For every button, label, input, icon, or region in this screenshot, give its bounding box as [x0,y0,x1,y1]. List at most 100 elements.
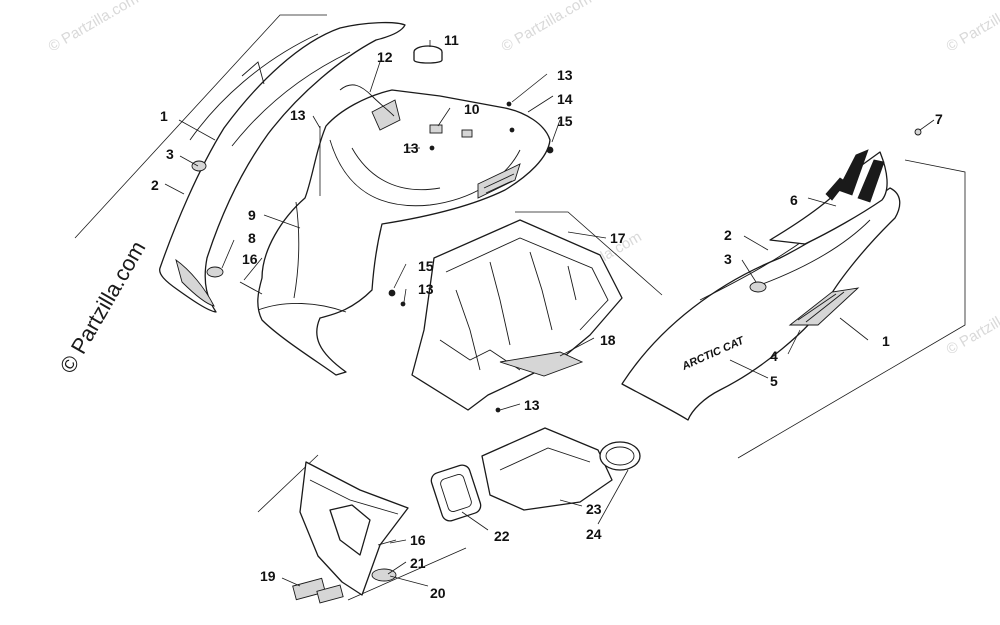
fasteners [206,101,512,546]
rivet-13b [400,301,406,307]
grommet-8 [206,266,224,278]
leader-10 [437,107,451,127]
leader-24 [597,469,629,525]
callout-6: 6 [790,192,798,208]
callout-8: 8 [248,230,256,246]
callout-21: 21 [410,555,426,571]
duct-seal-inner [440,473,472,513]
rivet-13a [506,101,512,107]
leader-7 [919,119,935,131]
callout-15-a: 15 [557,113,573,129]
bracket-19 [292,577,326,601]
left-panel-lower-edge [175,258,215,307]
hood-bracket-10 [429,124,443,134]
callout-13-e: 13 [524,397,540,413]
callout-16-a: 16 [242,251,258,267]
front-hood [257,89,554,376]
leader-2-right [743,235,769,251]
callout-9: 9 [248,207,256,223]
leader-19 [281,577,301,587]
leader-8 [221,239,235,269]
callout-12: 12 [377,49,393,65]
leader-9 [263,214,301,229]
leader-5 [729,359,769,379]
left-panel-crease [189,33,319,141]
hood-lower-crease [257,303,347,313]
callout-14: 14 [557,91,573,107]
right-side-panel: ARCTIC CAT [621,128,966,459]
leader-23 [559,499,583,507]
left-panel-tab [241,61,265,85]
watermark-top-center: © Partzilla.com [499,0,595,55]
screw-7 [914,128,922,136]
leader-22 [461,511,489,531]
left-side-panel [74,14,406,313]
callout-11: 11 [444,32,459,48]
callout-20: 20 [430,585,446,601]
leader-1-right [839,317,869,341]
callout-22: 22 [494,528,510,544]
callout-16-b: 16 [410,532,426,548]
callout-13-b: 13 [557,67,573,83]
callout-19: 19 [260,568,276,584]
leader-3-left [179,155,199,167]
intake-body [411,219,623,411]
callout-17: 17 [610,230,626,246]
hood-fastener [429,145,435,151]
grille-21 [371,568,397,582]
watermark-right: © Partzilla.com [944,293,1000,358]
callout-2-left: 2 [151,177,159,193]
intake-floor [439,339,521,371]
leader-2-left [164,183,185,195]
callout-3-left: 3 [166,146,174,162]
callout-3-right: 3 [724,251,732,267]
clip-15b [388,289,396,297]
lower-bumper-crease [309,479,399,515]
right-cowl-stripe-c [825,177,847,201]
group-bracket-lower-b [347,547,467,601]
gauge-grommet [413,45,443,64]
callout-1-left: 1 [160,108,168,124]
callout-7: 7 [935,111,943,127]
callout-numbers: 1 3 2 9 8 16 11 12 13 10 13 13 14 15 15 … [151,32,943,601]
watermark-top-left: © Partzilla.com [46,0,142,55]
callout-10: 10 [464,101,480,117]
group-bracket-left-panel [74,14,327,239]
leader-13-b [511,73,548,103]
hood-fastener [509,127,515,133]
leader-20 [389,575,429,587]
leader-1-left [178,119,216,141]
leader-12 [369,61,381,93]
left-panel-decal-3 [191,160,207,172]
watermark-top-right: © Partzilla.com [944,0,1000,55]
callout-1-right: 1 [882,333,890,349]
callout-24: 24 [586,526,602,542]
duct-23 [481,427,613,511]
duct-seal-22 [430,464,482,522]
bracket-19b [316,584,344,604]
leader-13-d [403,288,407,303]
duct-23-edge [499,447,591,471]
intake-foam-18 [499,351,584,377]
leader-17 [567,231,607,239]
callout-5: 5 [770,373,778,389]
callout-2-right: 2 [724,227,732,243]
hood-windshield-mount [371,99,401,131]
callout-18: 18 [600,332,616,348]
hood-side-crease [293,201,300,299]
intake-rim [445,237,609,331]
leader-18 [559,337,595,357]
callout-23: 23 [586,501,602,517]
right-panel-decal-3 [749,281,767,293]
leader-3-right [741,259,757,283]
right-panel-shape [621,187,901,421]
cable-12 [339,84,395,117]
callout-13-a: 13 [290,107,306,123]
hood-inner-line [351,147,441,191]
leader-15-a [551,119,561,143]
hood-bracket-10b [461,129,473,138]
group-bracket-intake [515,211,663,296]
leader-15-b [393,263,407,289]
